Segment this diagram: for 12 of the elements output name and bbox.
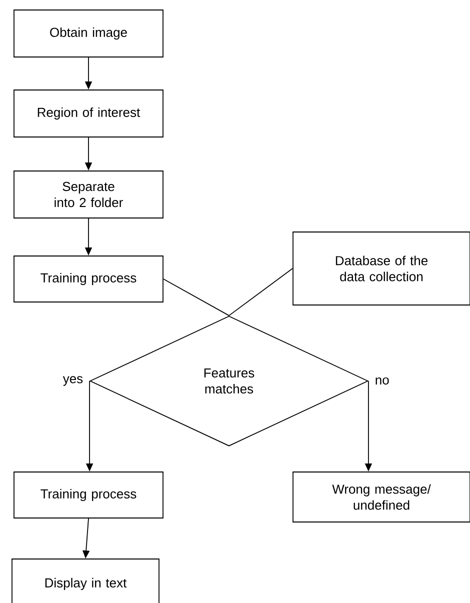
process-box: Separate into 2 folder [14, 170, 164, 218]
connector-line [228, 268, 293, 316]
process-box: Database of the data collection [292, 232, 470, 306]
process-box: Wrong message/ undefined [292, 472, 470, 522]
edge-label: yes [60, 374, 86, 388]
edge-label: no [372, 375, 392, 387]
process-box: Display in text [12, 558, 160, 603]
process-box: Region of interest [14, 90, 164, 138]
process-box: Training process [14, 256, 164, 302]
process-box: Training process [14, 472, 164, 518]
connector-line [163, 278, 230, 316]
process-box: Obtain image [14, 10, 164, 58]
